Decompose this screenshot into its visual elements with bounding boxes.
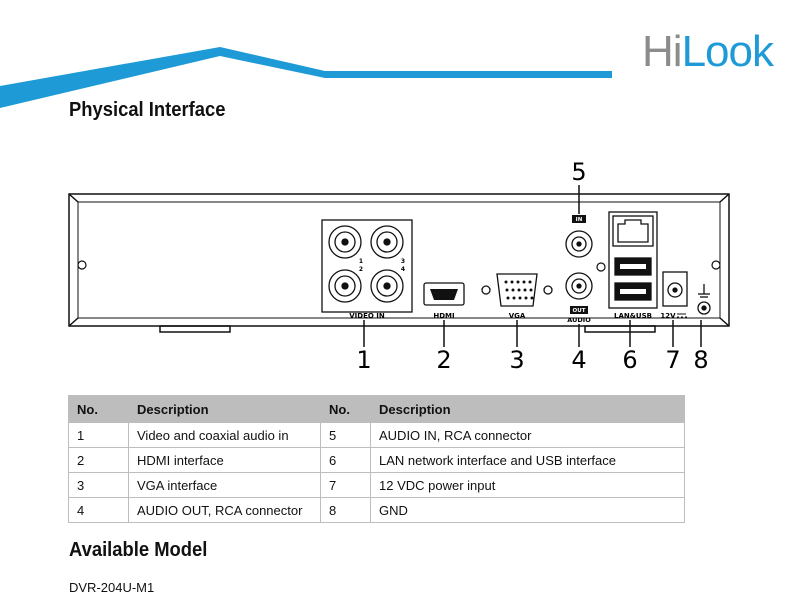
table-header-row: No. Description No. Description: [68, 395, 685, 423]
cell-no: 1: [68, 422, 129, 448]
cell-description: HDMI interface: [128, 447, 321, 473]
cell-description: AUDIO IN, RCA connector: [370, 422, 685, 448]
audio-label: AUDIO: [567, 316, 591, 324]
power-label: 12V: [660, 312, 676, 320]
header-description: Description: [128, 395, 321, 423]
vga-label: VGA: [509, 312, 526, 320]
cell-no: 3: [68, 472, 129, 498]
audio-in-label: IN: [576, 217, 583, 223]
callout-6: 6: [622, 346, 637, 372]
header-banner: [0, 47, 612, 108]
table-row: 1 Video and coaxial audio in 5 AUDIO IN,…: [68, 422, 685, 448]
cell-description: GND: [370, 497, 685, 523]
chassis: [68, 193, 730, 333]
dvr-rear-panel-diagram: 5 1 2 3 4 VIDEO IN HDMI: [68, 158, 730, 372]
callout-2: 2: [436, 346, 451, 372]
audio-in-rca: [565, 230, 593, 258]
header-no: No.: [320, 395, 371, 423]
cell-no: 2: [68, 447, 129, 473]
power-jack: [662, 271, 688, 307]
callout-7: 7: [665, 346, 680, 372]
model-number: DVR-204U-M1: [69, 580, 155, 595]
table-row: 3 VGA interface 7 12 VDC power input: [68, 472, 685, 498]
bnc-channel-1: 1: [359, 258, 363, 265]
callout-8: 8: [693, 346, 708, 372]
interface-table: No. Description No. Description 1 Video …: [68, 395, 685, 523]
cell-no: 4: [68, 497, 129, 523]
callout-1: 1: [356, 346, 371, 372]
hdmi-port: [423, 282, 465, 306]
cell-description: AUDIO OUT, RCA connector: [128, 497, 321, 523]
status-led: [596, 262, 606, 272]
table-row: 2 HDMI interface 6 LAN network interface…: [68, 447, 685, 473]
header-description: Description: [370, 395, 685, 423]
lan-usb-block: [608, 211, 658, 309]
video-in-label: VIDEO IN: [349, 312, 385, 320]
header-no: No.: [68, 395, 129, 423]
gnd-terminal: [697, 284, 711, 315]
cell-no: 5: [320, 422, 371, 448]
callout-3: 3: [509, 346, 524, 372]
video-in-bnc-block: [321, 219, 413, 313]
cell-no: 7: [320, 472, 371, 498]
audio-out-label: OUT: [573, 308, 586, 314]
callout-4: 4: [571, 346, 586, 372]
table-row: 4 AUDIO OUT, RCA connector 8 GND: [68, 497, 685, 523]
lan-usb-label: LAN&USB: [614, 312, 652, 320]
cell-description: Video and coaxial audio in: [128, 422, 321, 448]
cell-no: 6: [320, 447, 371, 473]
bnc-channel-3: 3: [401, 258, 405, 265]
cell-description: VGA interface: [128, 472, 321, 498]
cell-description: 12 VDC power input: [370, 472, 685, 498]
available-model-title: Available Model: [69, 539, 208, 561]
hilook-logo: HiLook: [642, 27, 774, 76]
bnc-channel-4: 4: [401, 266, 405, 273]
logo-hi-text: Hi: [642, 27, 683, 76]
logo-look-text: Look: [681, 27, 774, 76]
vga-port: [481, 273, 553, 307]
cell-description: LAN network interface and USB interface: [370, 447, 685, 473]
callout-5: 5: [571, 158, 586, 186]
hdmi-label: HDMI: [433, 312, 454, 320]
mounting-hole-right: [711, 260, 721, 270]
physical-interface-title: Physical Interface: [69, 99, 226, 121]
cell-no: 8: [320, 497, 371, 523]
bnc-channel-2: 2: [359, 266, 363, 273]
mounting-hole-left: [77, 260, 87, 270]
audio-out-rca: [565, 272, 593, 300]
